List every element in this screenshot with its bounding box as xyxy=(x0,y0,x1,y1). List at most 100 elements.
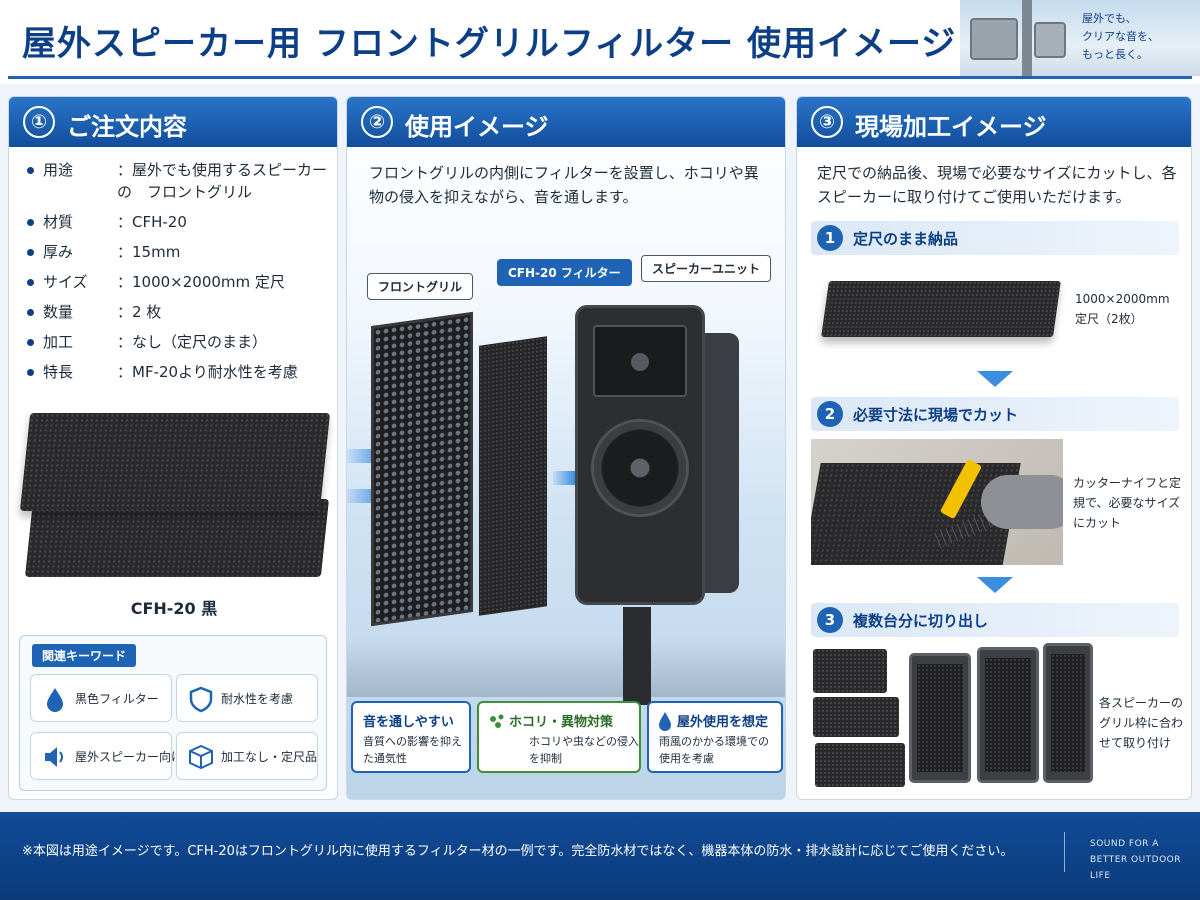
usage-image-panel: ② 使用イメージ フロントグリルの内側にフィルターを設置し、ホコリや異物の侵入を… xyxy=(346,96,786,800)
spec-row: 加工 ：なし（定尺のまま） xyxy=(27,331,327,361)
footer-divider xyxy=(1064,832,1065,872)
page-title: 屋外スピーカー用 フロントグリルフィルター 使用イメージ xyxy=(22,24,957,64)
disclaimer: ※本図は用途イメージです。CFH-20はフロントグリル内に使用するフィルター材の… xyxy=(22,844,1014,859)
dust-icon xyxy=(490,714,504,728)
step-note: 1000×2000mm 定尺（2枚） xyxy=(1075,292,1170,326)
box-icon xyxy=(189,744,213,770)
step-title: 必要寸法に現場でカット xyxy=(853,406,1019,424)
speaker-icon xyxy=(45,747,63,767)
onsite-processing-panel: ③ 現場加工イメージ 定尺での納品後、現場で必要なサイズにカットし、各スピーカー… xyxy=(796,96,1192,800)
spec-value: ：1000×2000mm 定尺 xyxy=(117,273,285,291)
tagline-line: クリアな音を、 xyxy=(1082,30,1159,43)
water-drop-icon xyxy=(659,712,671,731)
cut-foam-piece xyxy=(813,697,899,737)
feature-title: ホコリ・異物対策 xyxy=(509,715,614,730)
foam-sheet xyxy=(19,413,331,511)
bullet-icon xyxy=(27,249,34,256)
step-arrow-icon xyxy=(977,577,1013,593)
step-number: 2 xyxy=(817,401,843,427)
keyword-chip: 屋外スピーカー向け xyxy=(30,732,183,780)
keyword-label: 屋外スピーカー向け xyxy=(75,750,184,764)
spec-row: サイズ ：1000×2000mm 定尺 xyxy=(27,271,327,301)
airflow-arrow xyxy=(553,471,575,485)
panel-header: ② 使用イメージ xyxy=(347,97,785,147)
step-arrow-icon xyxy=(977,371,1013,387)
grill-frame-graphic xyxy=(909,653,971,783)
keyword-label: 耐水性を考慮 xyxy=(221,692,294,706)
feature-desc: 雨風のかかる環境での使用を考慮 xyxy=(659,735,769,765)
spec-key: 特長 xyxy=(43,363,74,381)
keyword-chip: 加工なし・定尺品 xyxy=(176,732,318,780)
spec-value: ：CFH-20 xyxy=(117,213,187,231)
gloved-hand-graphic xyxy=(981,475,1063,529)
spec-row: 厚み ：15mm xyxy=(27,241,327,271)
cutting-photo xyxy=(811,439,1063,565)
step-note: 各スピーカーのグリル枠に合わせて取り付け xyxy=(1099,696,1184,750)
spec-key: 加工 xyxy=(43,333,74,351)
keyword-chip: 黒色フィルター xyxy=(30,674,172,722)
feature-card: 音を通しやすい 音質への影響を抑えた通気性 xyxy=(351,701,471,773)
product-label: CFH-20 黒 xyxy=(130,599,218,618)
keywords-tag: 関連キーワード xyxy=(32,644,137,667)
feature-card: ホコリ・異物対策 ホコリや虫などの侵入を抑制 xyxy=(477,701,641,773)
spec-row: 用途 ：屋外でも使用するスピーカーの フロントグリル xyxy=(27,159,327,211)
bullet-icon xyxy=(27,309,34,316)
header-rule xyxy=(8,76,1192,79)
front-grill-graphic xyxy=(371,311,473,627)
step-number: 1 xyxy=(817,225,843,251)
speaker-stand-graphic xyxy=(623,607,651,705)
panel-header: ③ 現場加工イメージ xyxy=(797,97,1191,147)
panel-title: ご注文内容 xyxy=(67,113,187,141)
horn-speaker-graphic xyxy=(970,18,1018,60)
spec-value: ：屋外でも使用するスピーカーの フロントグリル xyxy=(117,161,328,201)
usage-description: フロントグリルの内側にフィルターを設置し、ホコリや異物の侵入を抑えながら、音を通… xyxy=(369,164,759,206)
feature-desc: ホコリや虫などの侵入を抑制 xyxy=(529,735,639,765)
header-speaker-photo: 屋外でも、 クリアな音を、 もっと長く。 xyxy=(960,0,1200,76)
spec-key: サイズ xyxy=(43,273,88,291)
footer: ※本図は用途イメージです。CFH-20はフロントグリル内に使用するフィルター材の… xyxy=(0,812,1200,900)
speaker-bracket-graphic xyxy=(699,333,739,593)
foam-sheet-image xyxy=(821,281,1061,337)
step-header: 1 定尺のまま納品 xyxy=(811,221,1179,255)
panel-title: 使用イメージ xyxy=(405,113,549,141)
spec-value: ：MF-20より耐水性を考慮 xyxy=(117,363,298,381)
page-header: 屋外スピーカー用 フロントグリルフィルター 使用イメージ 屋外でも、 クリアな音… xyxy=(0,0,1200,84)
keyword-label: 黒色フィルター xyxy=(75,692,159,706)
grill-frame-graphic xyxy=(977,647,1039,783)
step-title: 複数台分に切り出し xyxy=(853,612,989,630)
keyword-chip: 耐水性を考慮 xyxy=(176,674,318,722)
cut-foam-piece xyxy=(813,649,887,693)
spec-row: 特長 ：MF-20より耐水性を考慮 xyxy=(27,361,327,391)
step-note: カッターナイフと定規で、必要なサイズにカット xyxy=(1073,476,1182,530)
bullet-icon xyxy=(27,167,34,174)
keyword-label: 加工なし・定尺品 xyxy=(221,750,318,764)
horn-speaker-graphic xyxy=(1034,22,1066,58)
tagline-line: もっと長く。 xyxy=(1082,48,1148,61)
spec-value: ：なし（定尺のまま） xyxy=(117,333,268,351)
panel-header: ① ご注文内容 xyxy=(9,97,337,147)
tweeter-horn-graphic xyxy=(593,325,687,397)
tagline: 屋外でも、 クリアな音を、 もっと長く。 xyxy=(1082,10,1194,64)
filter-callout: CFH-20 フィルター xyxy=(497,259,632,286)
step-header: 2 必要寸法に現場でカット xyxy=(811,397,1179,431)
speaker-unit-callout: スピーカーユニット xyxy=(641,255,772,282)
shield-icon xyxy=(189,686,213,713)
panel-title: 現場加工イメージ xyxy=(855,113,1047,141)
bullet-icon xyxy=(27,279,34,286)
pole-graphic xyxy=(1022,0,1032,76)
keywords-box: 関連キーワード 黒色フィルター 耐水性を考慮 屋外スピーカー向け 加工なし・定尺… xyxy=(19,635,327,791)
bullet-icon xyxy=(27,369,34,376)
panel-number: ① xyxy=(23,106,55,138)
feature-title: 音を通しやすい xyxy=(363,715,454,730)
foam-sheets-image xyxy=(19,403,333,593)
woofer-graphic xyxy=(591,419,689,517)
bullet-icon xyxy=(27,219,34,226)
spec-key: 材質 xyxy=(43,213,74,231)
spec-key: 用途 xyxy=(43,161,74,179)
panel-number: ② xyxy=(361,106,393,138)
bullet-icon xyxy=(27,339,34,346)
panel-number: ③ xyxy=(811,106,843,138)
city-background xyxy=(347,637,785,697)
grill-callout: フロントグリル xyxy=(367,273,474,300)
spec-row: 数量 ：2 枚 xyxy=(27,301,327,331)
